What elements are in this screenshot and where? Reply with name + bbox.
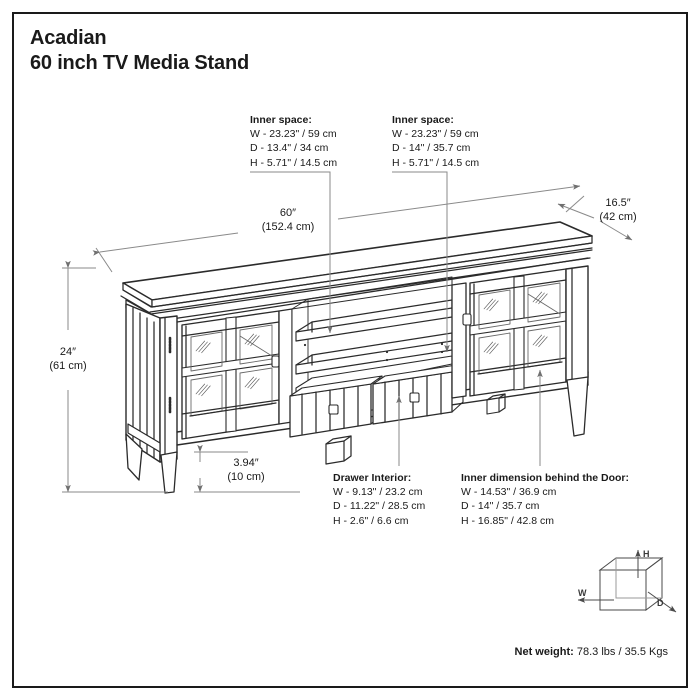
dimension-label-height: 24″ (61 cm) — [26, 345, 110, 373]
depth-dim-line-a — [557, 203, 595, 219]
callout-depth: D - 14" / 35.7 cm — [461, 500, 540, 513]
callout-width: W - 14.53" / 36.9 cm — [461, 486, 557, 499]
net-weight: Net weight: 78.3 lbs / 35.5 Kgs — [515, 646, 668, 658]
leader-inner-space-left — [250, 171, 333, 334]
net-weight-value: 78.3 lbs / 35.5 Kgs — [576, 646, 668, 658]
width-inches: 60″ — [279, 207, 297, 219]
height-cm: (61 cm) — [49, 360, 87, 372]
width-cm: (152.4 cm) — [261, 221, 315, 233]
legend-label-depth: D — [657, 598, 664, 608]
depth-dim-line-b — [599, 220, 633, 241]
page-title: Acadian 60 inch TV Media Stand — [30, 26, 530, 76]
callout-drawer-interior: Drawer Interior: W - 9.13" / 23.2 cm D -… — [333, 471, 425, 528]
depth-inches: 16.5″ — [605, 197, 631, 209]
callout-depth: D - 14" / 35.7 cm — [392, 142, 471, 155]
callout-width: W - 23.23" / 59 cm — [250, 128, 337, 141]
leg-cm: (10 cm) — [227, 471, 265, 483]
callout-width: W - 9.13" / 23.2 cm — [333, 486, 423, 499]
callout-heading: Inner space: — [392, 114, 454, 126]
wdh-cube-legend — [577, 549, 677, 613]
callout-inner-space-left: Inner space: W - 23.23" / 59 cm D - 13.4… — [250, 113, 337, 170]
page-border — [12, 12, 688, 688]
net-weight-label: Net weight: — [514, 646, 574, 658]
depth-cm: (42 cm) — [599, 211, 637, 223]
legend-label-width: W — [578, 588, 587, 598]
callout-height: H - 16.85" / 42.8 cm — [461, 514, 555, 527]
width-dim-line-b — [337, 184, 581, 220]
dimension-label-width: 60″ (152.4 cm) — [238, 206, 338, 234]
callout-heading: Inner dimension behind the Door: — [461, 472, 629, 484]
callout-heading: Inner space: — [250, 114, 312, 126]
product-subtitle: 60 inch TV Media Stand — [30, 52, 249, 74]
callout-height: H - 2.6" / 6.6 cm — [333, 514, 409, 527]
legend-label-height: H — [643, 549, 650, 559]
callout-inner-space-right: Inner space: W - 23.23" / 59 cm D - 14" … — [392, 113, 479, 170]
callout-height: H - 5.71" / 14.5 cm — [392, 156, 480, 169]
dimension-label-leg-height: 3.94″ (10 cm) — [204, 456, 288, 484]
height-inches: 24″ — [59, 346, 77, 358]
callout-heading: Drawer Interior: — [333, 472, 412, 484]
leg-inches: 3.94″ — [233, 457, 259, 469]
leader-inner-space-right — [392, 171, 450, 353]
callout-height: H - 5.71" / 14.5 cm — [250, 156, 338, 169]
dimension-label-depth: 16.5″ (42 cm) — [580, 196, 656, 224]
product-name: Acadian — [30, 27, 107, 49]
width-dim-line-a — [92, 232, 239, 256]
callout-depth: D - 13.4" / 34 cm — [250, 142, 329, 155]
width-witness-right — [565, 195, 585, 213]
callout-width: W - 23.23" / 59 cm — [392, 128, 479, 141]
callout-behind-door: Inner dimension behind the Door: W - 14.… — [461, 471, 629, 528]
callout-depth: D - 11.22" / 28.5 cm — [333, 500, 426, 513]
